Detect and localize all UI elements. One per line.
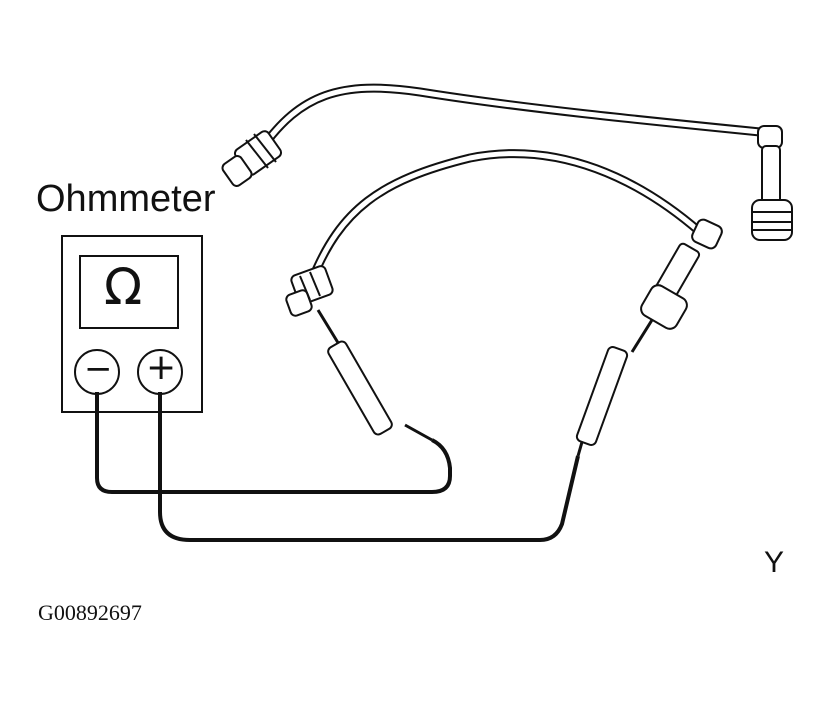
ohmmeter-display (79, 255, 179, 329)
ohmmeter-label: Ohmmeter (36, 178, 216, 220)
test-wire-left-boot (285, 265, 334, 317)
positive-probe (575, 319, 654, 457)
test-ignition-wire (307, 149, 703, 282)
negative-lead (95, 392, 452, 494)
ohmmeter-body (61, 235, 203, 413)
upper-wire-left-boot (221, 130, 283, 187)
figure-code: G00892697 (38, 600, 142, 625)
corner-letter: Y (764, 546, 785, 579)
negative-probe (316, 309, 433, 442)
positive-lead (158, 392, 580, 542)
upper-ignition-wire (258, 83, 761, 151)
positive-terminal-symbol: + (146, 347, 177, 388)
upper-wire-right-boot (751, 125, 793, 241)
negative-terminal-symbol: − (84, 349, 113, 389)
ohm-symbol: Ω (104, 258, 143, 316)
test-wire-right-boot (640, 218, 723, 330)
